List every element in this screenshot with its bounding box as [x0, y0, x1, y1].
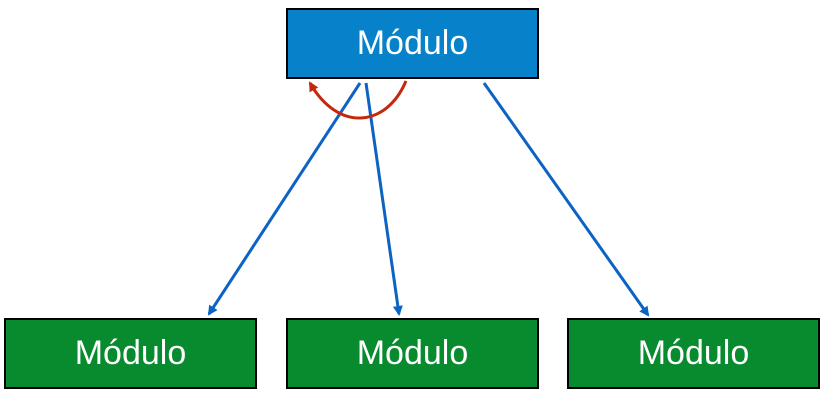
- child-module-box-center: Módulo: [286, 318, 539, 389]
- dependency-arrow-left: [207, 82, 362, 316]
- dependency-arrow-right: [482, 82, 650, 317]
- child-module-box-right: Módulo: [567, 318, 820, 389]
- child-module-box-left: Módulo: [4, 318, 257, 389]
- child-module-label-right: Módulo: [637, 334, 750, 372]
- child-module-label-center: Módulo: [356, 334, 469, 372]
- parent-module-label: Módulo: [356, 24, 469, 62]
- self-reference-arrow: [308, 80, 408, 120]
- dependency-arrow-center: [364, 82, 403, 316]
- child-module-label-left: Módulo: [74, 334, 187, 372]
- parent-module-box: Módulo: [286, 8, 539, 79]
